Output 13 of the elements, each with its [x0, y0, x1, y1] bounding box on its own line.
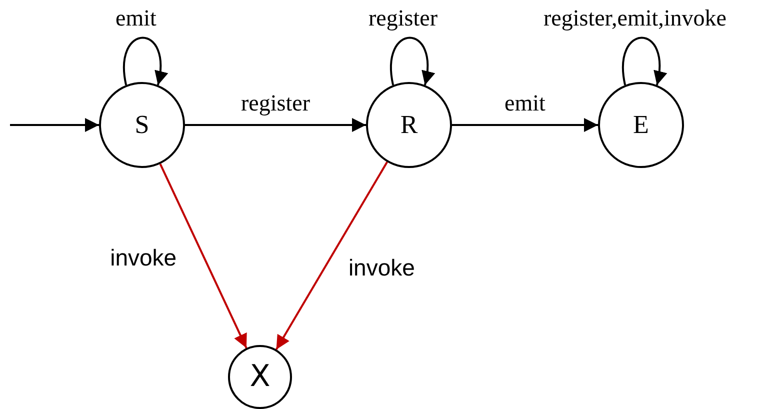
arrow	[185, 118, 366, 132]
arrow	[275, 162, 388, 350]
arrow	[159, 164, 248, 348]
state-label: S	[134, 112, 150, 138]
state-label: R	[400, 112, 418, 138]
edge-label: register,emit,invoke	[541, 6, 729, 30]
state-label: E	[633, 112, 649, 138]
arrow	[10, 118, 99, 132]
arrow	[123, 36, 168, 86]
arrow	[452, 118, 598, 132]
state-label: X	[250, 362, 270, 392]
arrow	[622, 36, 666, 86]
arrow	[390, 36, 434, 86]
